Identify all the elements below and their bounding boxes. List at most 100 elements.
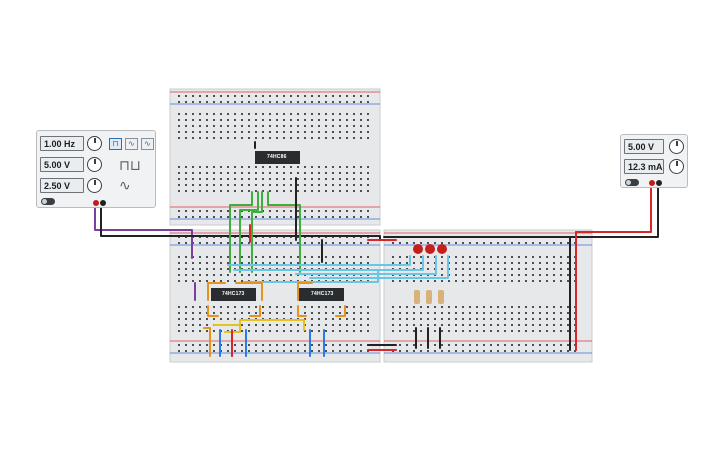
breadboard-hole[interactable] (206, 268, 208, 270)
breadboard-hole[interactable] (346, 190, 348, 192)
breadboard-hole[interactable] (318, 119, 320, 121)
breadboard-hole[interactable] (346, 131, 348, 133)
breadboard-hole[interactable] (353, 166, 355, 168)
breadboard-hole[interactable] (497, 330, 499, 332)
breadboard-hole[interactable] (185, 101, 187, 103)
breadboard-hole[interactable] (283, 172, 285, 174)
breadboard-hole[interactable] (553, 256, 555, 258)
breadboard-hole[interactable] (178, 172, 180, 174)
breadboard-hole[interactable] (497, 268, 499, 270)
square-wave-icon[interactable]: ⊓ (109, 138, 122, 150)
breadboard-hole[interactable] (339, 312, 341, 314)
breadboard-hole[interactable] (532, 330, 534, 332)
breadboard-hole[interactable] (427, 306, 429, 308)
breadboard-hole[interactable] (213, 262, 215, 264)
breadboard-hole[interactable] (469, 262, 471, 264)
breadboard-hole[interactable] (297, 242, 299, 244)
breadboard-hole[interactable] (241, 262, 243, 264)
breadboard-hole[interactable] (360, 95, 362, 97)
breadboard-hole[interactable] (255, 256, 257, 258)
breadboard-hole[interactable] (325, 306, 327, 308)
breadboard-hole[interactable] (469, 324, 471, 326)
breadboard-hole[interactable] (241, 274, 243, 276)
breadboard-hole[interactable] (339, 125, 341, 127)
breadboard-hole[interactable] (392, 312, 394, 314)
breadboard-hole[interactable] (255, 190, 257, 192)
breadboard-hole[interactable] (290, 113, 292, 115)
breadboard-hole[interactable] (325, 324, 327, 326)
breadboard-hole[interactable] (546, 274, 548, 276)
breadboard-hole[interactable] (504, 318, 506, 320)
breadboard-hole[interactable] (192, 190, 194, 192)
breadboard-hole[interactable] (511, 312, 513, 314)
breadboard-hole[interactable] (332, 306, 334, 308)
breadboard-hole[interactable] (241, 101, 243, 103)
breadboard-hole[interactable] (360, 344, 362, 346)
breadboard-hole[interactable] (367, 330, 369, 332)
breadboard-hole[interactable] (546, 262, 548, 264)
breadboard-hole[interactable] (546, 268, 548, 270)
breadboard-hole[interactable] (441, 268, 443, 270)
breadboard-hole[interactable] (262, 101, 264, 103)
breadboard-hole[interactable] (567, 306, 569, 308)
breadboard-hole[interactable] (199, 262, 201, 264)
breadboard-hole[interactable] (560, 350, 562, 352)
terminal-negative[interactable] (93, 200, 99, 206)
breadboard-hole[interactable] (192, 113, 194, 115)
breadboard-hole[interactable] (504, 306, 506, 308)
breadboard-hole[interactable] (318, 137, 320, 139)
breadboard-hole[interactable] (311, 113, 313, 115)
breadboard-hole[interactable] (206, 344, 208, 346)
breadboard-hole[interactable] (297, 256, 299, 258)
breadboard-hole[interactable] (490, 242, 492, 244)
breadboard-hole[interactable] (248, 172, 250, 174)
breadboard-hole[interactable] (213, 95, 215, 97)
breadboard-hole[interactable] (346, 312, 348, 314)
breadboard-hole[interactable] (325, 216, 327, 218)
breadboard-hole[interactable] (192, 262, 194, 264)
breadboard-hole[interactable] (539, 280, 541, 282)
breadboard-hole[interactable] (413, 324, 415, 326)
breadboard-hole[interactable] (406, 318, 408, 320)
breadboard-hole[interactable] (462, 242, 464, 244)
breadboard-hole[interactable] (353, 344, 355, 346)
wire-green-3[interactable] (251, 191, 263, 273)
breadboard-hole[interactable] (511, 268, 513, 270)
breadboard-hole[interactable] (248, 137, 250, 139)
breadboard-hole[interactable] (406, 330, 408, 332)
breadboard-hole[interactable] (206, 172, 208, 174)
breadboard-hole[interactable] (213, 210, 215, 212)
breadboard-hole[interactable] (360, 119, 362, 121)
breadboard-hole[interactable] (420, 330, 422, 332)
breadboard-hole[interactable] (532, 262, 534, 264)
breadboard-hole[interactable] (199, 190, 201, 192)
breadboard-hole[interactable] (567, 256, 569, 258)
breadboard-hole[interactable] (248, 131, 250, 133)
breadboard-hole[interactable] (360, 184, 362, 186)
breadboard-hole[interactable] (332, 344, 334, 346)
breadboard-hole[interactable] (227, 306, 229, 308)
breadboard-hole[interactable] (283, 190, 285, 192)
breadboard-hole[interactable] (248, 113, 250, 115)
breadboard-hole[interactable] (283, 216, 285, 218)
breadboard-hole[interactable] (220, 216, 222, 218)
breadboard-hole[interactable] (567, 330, 569, 332)
breadboard-hole[interactable] (448, 350, 450, 352)
breadboard-hole[interactable] (346, 242, 348, 244)
breadboard-hole[interactable] (539, 268, 541, 270)
breadboard-hole[interactable] (353, 95, 355, 97)
breadboard-hole[interactable] (448, 306, 450, 308)
breadboard-hole[interactable] (199, 268, 201, 270)
breadboard-hole[interactable] (213, 178, 215, 180)
breadboard-hole[interactable] (276, 184, 278, 186)
breadboard-hole[interactable] (525, 324, 527, 326)
breadboard-hole[interactable] (255, 101, 257, 103)
breadboard-hole[interactable] (546, 350, 548, 352)
breadboard-hole[interactable] (199, 172, 201, 174)
breadboard-hole[interactable] (318, 131, 320, 133)
breadboard-hole[interactable] (441, 324, 443, 326)
breadboard-hole[interactable] (332, 184, 334, 186)
breadboard-hole[interactable] (213, 137, 215, 139)
breadboard-hole[interactable] (318, 113, 320, 115)
breadboard-hole[interactable] (178, 216, 180, 218)
